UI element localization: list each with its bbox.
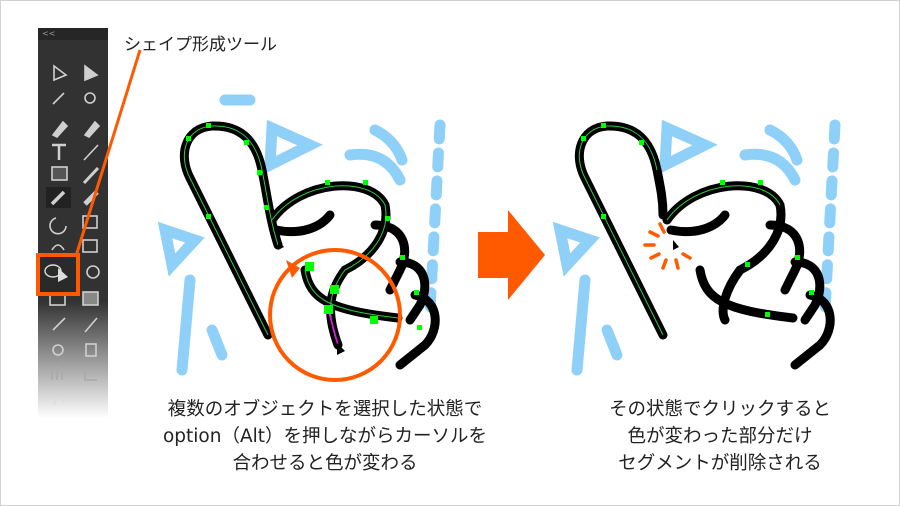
rotate-tool-icon[interactable]	[49, 217, 67, 235]
background-shapes	[157, 94, 446, 376]
curvature-tool-icon[interactable]	[83, 120, 101, 138]
path-guides	[183, 125, 399, 346]
deleted-segment-burst	[643, 222, 692, 270]
direct-selection-tool-icon[interactable]	[53, 64, 68, 82]
pen-tool-icon[interactable]	[51, 120, 69, 138]
blend-tool-icon[interactable]	[52, 344, 64, 356]
magic-wand-tool-icon[interactable]	[52, 92, 65, 105]
cursor-icon	[673, 240, 679, 250]
tool-icons	[46, 64, 101, 406]
shape-builder-icon	[44, 264, 68, 282]
artboard-tool-icon[interactable]	[84, 368, 97, 381]
hand-tool-icon[interactable]	[53, 397, 65, 406]
gradient-tool-icon[interactable]	[82, 291, 99, 306]
before-illustration	[157, 94, 446, 382]
cursor-icon-small	[278, 240, 284, 250]
type-tool-icon[interactable]	[52, 143, 66, 160]
selection-tool-icon[interactable]	[84, 64, 99, 82]
lasso-tool-icon[interactable]	[84, 92, 96, 104]
rectangle-tool-icon[interactable]	[51, 166, 68, 181]
scale-tool-icon[interactable]	[82, 215, 98, 229]
caption-right: その状態でクリックすると 色が変わった部分だけ セグメントが削除される	[608, 399, 831, 474]
paintbrush-tool-icon[interactable]	[82, 166, 100, 185]
magnifier-pointer	[286, 260, 300, 278]
symbol-sprayer-tool-icon[interactable]	[85, 343, 97, 357]
warp-tool-icon[interactable]	[51, 244, 65, 251]
callout-line	[74, 49, 142, 257]
graph-tool-icon[interactable]	[51, 366, 63, 380]
perspective-grid-tool-icon[interactable]	[86, 265, 100, 279]
magnifier-circle	[268, 248, 402, 382]
callout-label: シェイプ形成ツール	[124, 35, 277, 55]
collapse-button[interactable]: <<	[38, 28, 108, 40]
eyedropper-tool-icon[interactable]	[84, 317, 98, 333]
pencil-tool-icon[interactable]	[50, 190, 66, 206]
after-illustration	[552, 119, 841, 376]
anchor-points	[186, 123, 422, 330]
free-transform-tool-icon[interactable]	[82, 239, 98, 253]
right-arrow-icon	[478, 210, 545, 300]
cursor-icon	[337, 343, 345, 355]
width-tool-icon[interactable]	[52, 317, 66, 331]
line-tool-icon[interactable]	[83, 144, 99, 161]
caption-left: 複数のオブジェクトを選択した状態で option（Alt）を押しながらカーソルを…	[162, 399, 488, 474]
